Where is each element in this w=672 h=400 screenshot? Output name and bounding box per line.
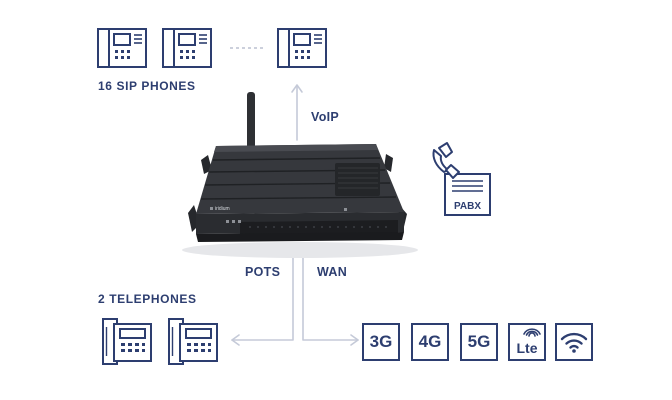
pots-arrowhead	[231, 334, 240, 346]
wan-connector	[302, 257, 359, 341]
telephone-icon	[168, 318, 218, 365]
lte-label: Lte	[517, 340, 538, 356]
sip-phones-label: 16 SIP PHONES	[98, 79, 196, 93]
4g-icon: 4G	[411, 323, 449, 361]
wifi-icon	[555, 323, 593, 361]
router-antenna	[247, 92, 255, 154]
pabx-label: PABX	[454, 201, 481, 212]
pots-link-label: POTS	[245, 265, 281, 279]
3g-icon: 3G	[362, 323, 400, 361]
wan-arrowhead	[350, 334, 359, 346]
5g-icon: 5G	[460, 323, 498, 361]
voip-arrowhead	[291, 84, 303, 93]
telephones-label: 2 TELEPHONES	[98, 292, 197, 306]
wan-link-label: WAN	[317, 265, 348, 279]
router-brand-text: iridium	[215, 206, 230, 212]
pots-connector	[231, 257, 294, 341]
telephone-icon	[102, 318, 152, 365]
voip-link-label: VoIP	[311, 110, 340, 124]
lte-icon: Lte	[508, 323, 546, 361]
